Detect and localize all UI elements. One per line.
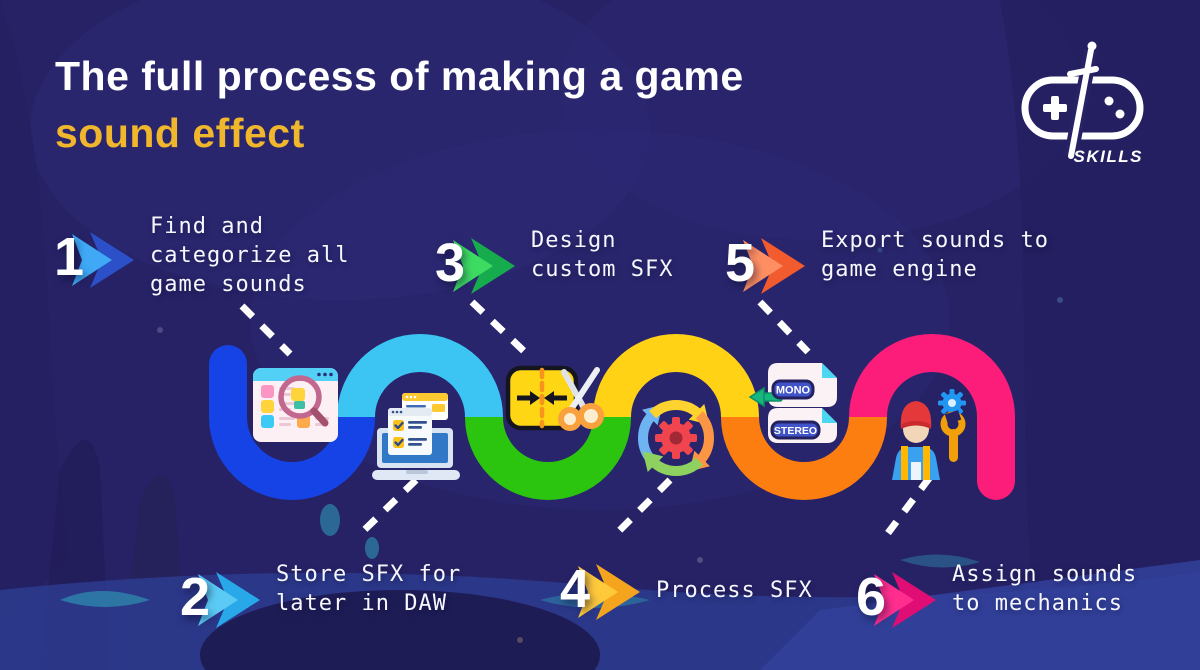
step-3-number: 3	[435, 233, 466, 293]
step-5: 5 Export sounds to game engine	[725, 226, 1049, 294]
path-end-cap	[977, 462, 1015, 500]
step-4-label: Process SFX	[656, 578, 813, 603]
path-segment-4	[593, 334, 759, 418]
page-title: The full process of making a game sound …	[55, 48, 744, 162]
cycle-arrow-green	[642, 451, 703, 476]
step-5-label: Export sounds to game engine	[821, 228, 1049, 282]
dpad-icon	[1043, 96, 1067, 120]
step-3-chevrons-icon	[453, 238, 516, 294]
mono-banner	[771, 379, 815, 400]
mono-label: MONO	[776, 385, 811, 397]
step-1-chevrons-icon	[72, 232, 135, 288]
step-4-chevrons-icon	[578, 564, 641, 620]
connector-line-1	[239, 303, 293, 357]
step-2-label: Store SFX for later in DAW	[276, 562, 462, 616]
step-5-chevrons-icon	[743, 238, 806, 294]
step-6-number: 6	[856, 567, 887, 627]
connector-line-5	[757, 299, 811, 355]
gd-skills-logo: SKILLS	[1021, 41, 1144, 166]
step-2-number: 2	[180, 567, 211, 627]
file-top-fold	[822, 363, 837, 378]
path-segment-2	[337, 334, 503, 418]
stereo-label: STEREO	[774, 425, 817, 437]
step-3: 3 Design custom SFX	[435, 226, 674, 294]
wrench-icon	[940, 410, 966, 462]
connector-line-6	[885, 474, 933, 536]
logo-label: SKILLS	[1074, 147, 1143, 166]
title-line-1: The full process of making a game	[55, 53, 744, 99]
step-3-label: Design custom SFX	[531, 228, 674, 282]
path-segment-3	[465, 416, 631, 500]
mono-stereo-files-icon: MONO STEREO	[748, 363, 837, 443]
file-bottom-fold	[822, 408, 837, 423]
step-1-number: 1	[54, 227, 85, 287]
sword-icon	[1064, 41, 1099, 159]
path-segment-6	[849, 334, 1015, 481]
connector-line-3	[469, 299, 530, 357]
gear-icon	[655, 417, 697, 459]
laptop-checklist-icon	[372, 393, 460, 480]
audio-clip-scissors-icon	[505, 365, 604, 431]
step-4: 4 Process SFX	[560, 562, 813, 620]
step-1: 1 Find and categorize all game sounds	[54, 212, 349, 299]
step-6-chevrons-icon	[874, 572, 937, 628]
path-segment-1	[209, 364, 375, 500]
step-2: 2 Store SFX for later in DAW	[180, 560, 461, 628]
browser-search-icon	[253, 368, 338, 442]
stereo-banner	[770, 420, 821, 440]
technician-icon	[892, 389, 966, 480]
step-2-chevrons-icon	[198, 572, 261, 628]
connector-line-4	[609, 477, 673, 541]
worker-figure	[892, 401, 940, 480]
step-1-label: Find and categorize all game sounds	[150, 214, 350, 297]
title-line-2: sound effect	[55, 110, 305, 156]
step-5-number: 5	[725, 233, 756, 293]
path-segment-5	[721, 416, 887, 500]
step-6: 6 Assign sounds to mechanics	[856, 560, 1137, 628]
step-6-label: Assign sounds to mechanics	[952, 562, 1138, 616]
connector-line-2	[353, 477, 419, 541]
process-cycle-icon	[638, 400, 714, 476]
step-4-number: 4	[560, 559, 591, 619]
